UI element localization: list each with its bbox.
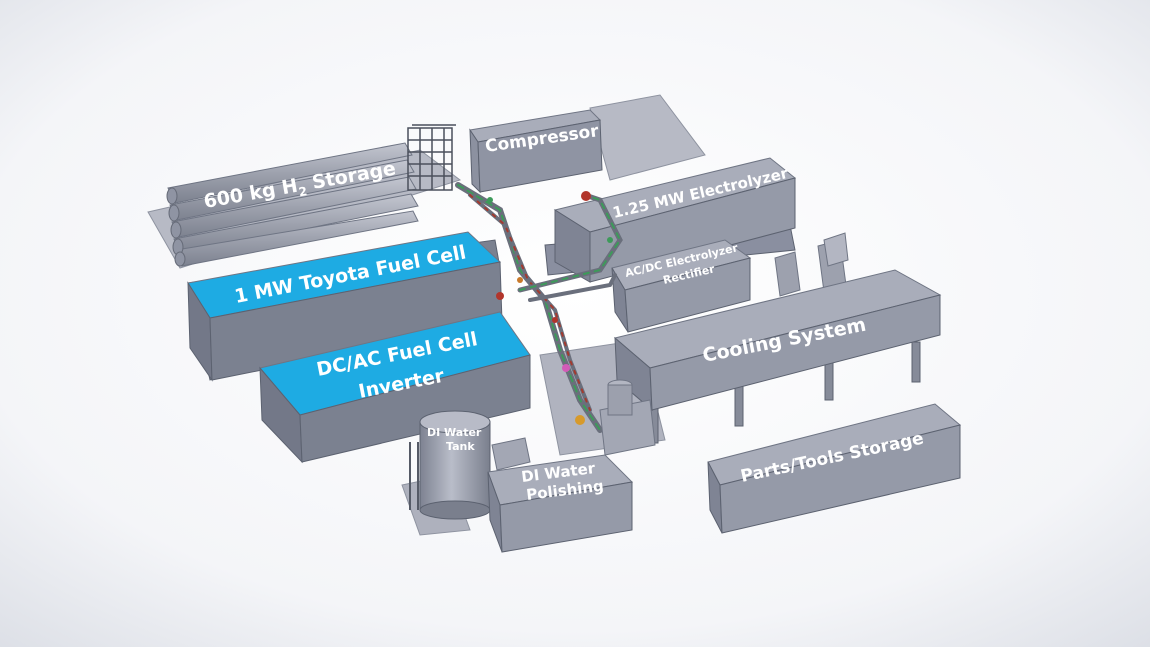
parts-tools-storage-unit: Parts/Tools Storage (707, 403, 962, 534)
rack-frame (407, 124, 456, 191)
electrolyzer-unit: 1.25 MW Electrolyzer (544, 157, 797, 283)
cooling-ducts (774, 232, 849, 297)
pump-skid (599, 379, 656, 456)
compressor-unit: Compressor (469, 109, 603, 194)
piping-network (455, 182, 623, 433)
h2-storage-unit: 600 kg H2 Storage (166, 142, 419, 267)
h2-storage-cylinders (166, 142, 419, 267)
di-polishing-unit: DI Water Polishing (487, 437, 634, 553)
di-water-tank-label-line2: Tank (446, 440, 475, 453)
inverter-unit: DC/AC Fuel Cell Inverter (259, 311, 531, 464)
cooling-system-unit: Cooling System (613, 269, 942, 444)
rectifier-unit: AC/DC Electrolyzer Rectifier (611, 239, 752, 333)
di-water-tank-unit: DI Water Tank (409, 410, 491, 520)
di-water-tank-label-line1: DI Water (427, 426, 482, 439)
valve-markers (487, 191, 613, 425)
h2-storage-label-subscript: 2 (298, 184, 309, 199)
fuel-cell-unit: 1 MW Toyota Fuel Cell (187, 231, 503, 382)
